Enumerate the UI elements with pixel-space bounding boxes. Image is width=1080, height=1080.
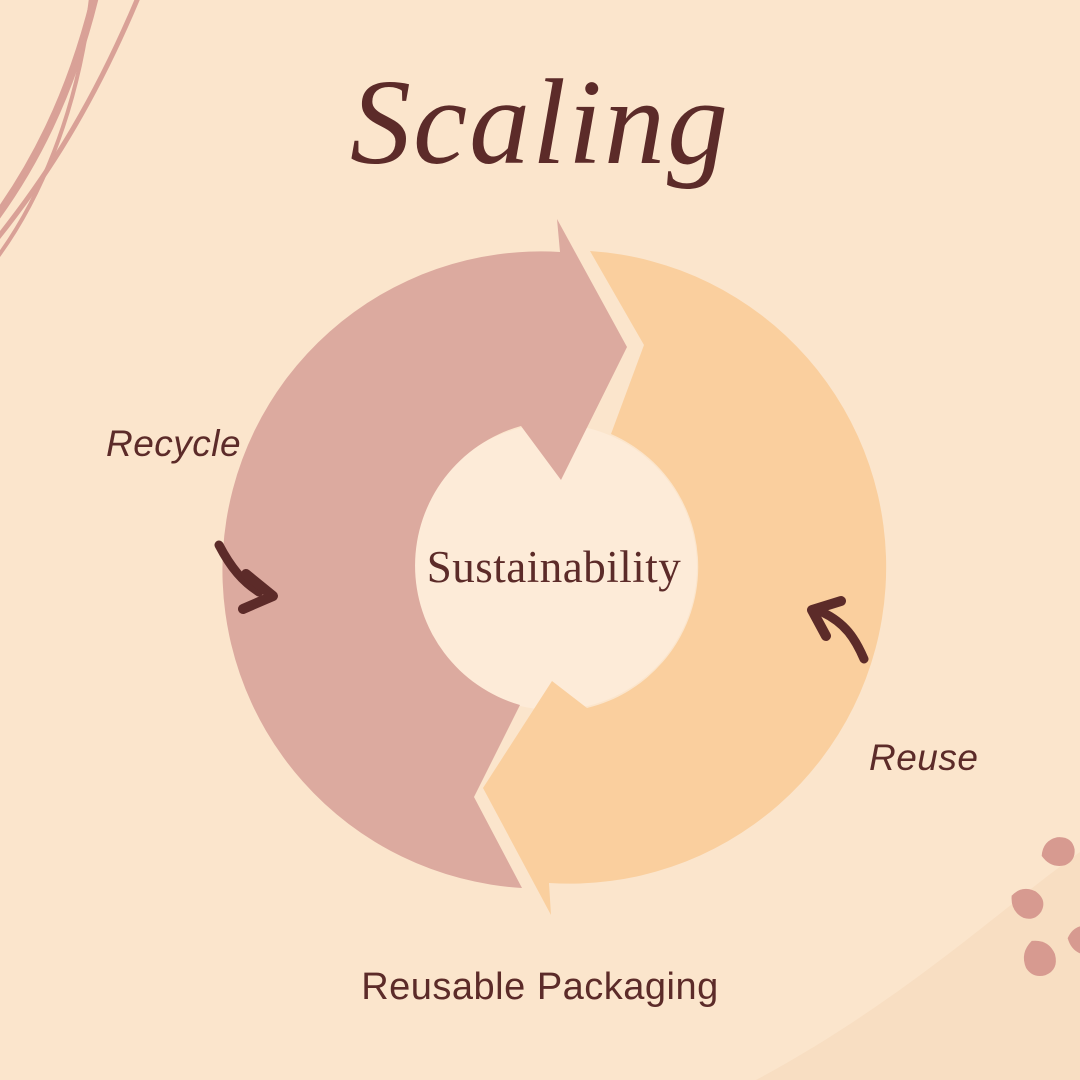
page-title: Scaling	[350, 55, 730, 190]
reuse-arrow-tail	[817, 607, 869, 664]
reuse-arrow-head	[807, 596, 846, 641]
recycle-arrow-head	[238, 569, 278, 614]
reuse-label: Reuse	[869, 737, 979, 778]
blob-2	[1011, 888, 1044, 919]
cycle-diagram	[222, 219, 887, 915]
corner-line-2	[0, 0, 140, 240]
recycle-arrow-icon	[214, 540, 278, 614]
blob-4	[1067, 925, 1080, 955]
corner-lines-icon	[0, 0, 140, 257]
corner-blobs-icon	[1011, 837, 1080, 977]
center-circle	[411, 424, 697, 710]
corner-shade-shape	[756, 852, 1080, 1080]
recycle-arrow-tail	[214, 540, 264, 597]
blob-3	[1023, 940, 1056, 977]
blob-1	[1041, 837, 1075, 866]
recycle-label: Recycle	[106, 423, 242, 464]
annotation-arrows	[214, 540, 869, 664]
caption: Reusable Packaging	[361, 966, 719, 1008]
center-label: Sustainability	[426, 542, 682, 592]
corner-line-3	[0, 0, 93, 257]
recycle-arrow-segment	[222, 219, 627, 888]
reuse-arrow-segment	[483, 251, 887, 915]
reuse-arrow-icon	[807, 596, 869, 664]
